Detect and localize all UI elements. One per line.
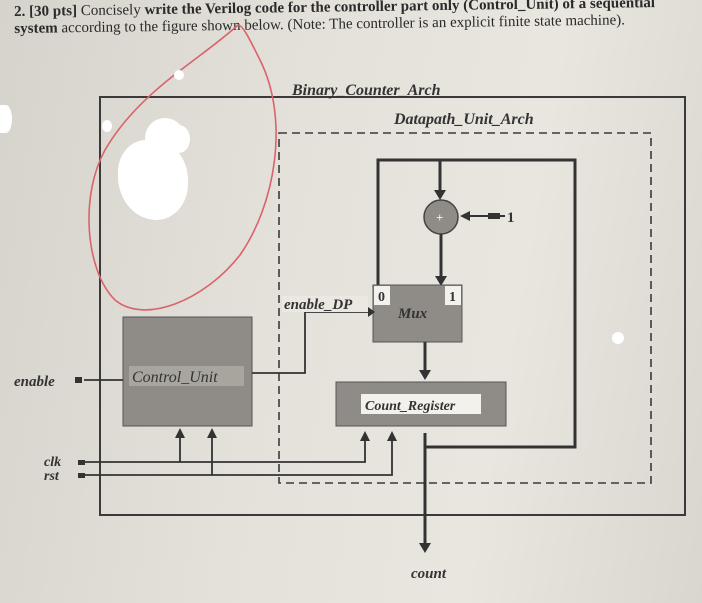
mux-input0-label: 0 bbox=[378, 290, 385, 305]
control-unit-label-box bbox=[129, 366, 244, 386]
feedback-wire bbox=[376, 158, 577, 449]
redaction-dot bbox=[0, 105, 12, 133]
datapath-title: Datapath_Unit_Arch bbox=[393, 111, 534, 128]
mux-label: Mux bbox=[397, 306, 428, 322]
redaction-dot bbox=[102, 120, 112, 132]
redaction-dot bbox=[612, 332, 624, 344]
mux-input0-box bbox=[374, 286, 390, 305]
redaction-blot bbox=[168, 125, 190, 153]
count-output-label: count bbox=[411, 566, 447, 582]
outer-title: Binary_Counter_Arch bbox=[291, 82, 441, 99]
mux-input1-label: 1 bbox=[449, 290, 456, 305]
rst-input-label: rst bbox=[44, 469, 60, 484]
mux-input1-box bbox=[445, 286, 461, 305]
red-annotation-circle bbox=[88, 24, 277, 311]
enable-input-label: enable bbox=[14, 374, 55, 390]
adder-symbol: + bbox=[436, 210, 443, 225]
adder-constant: 1 bbox=[507, 210, 515, 226]
datapath-box bbox=[278, 132, 652, 484]
clk-input-label: clk bbox=[44, 455, 61, 470]
control-unit-label: Control_Unit bbox=[132, 369, 218, 386]
redaction-dot bbox=[174, 70, 184, 80]
count-register-label: Count_Register bbox=[365, 399, 456, 414]
count-register-label-box bbox=[361, 394, 481, 414]
enable-dp-label: enable_DP bbox=[284, 297, 353, 313]
enable-dp-label-box bbox=[282, 296, 368, 312]
outer-architecture-box bbox=[99, 96, 686, 516]
